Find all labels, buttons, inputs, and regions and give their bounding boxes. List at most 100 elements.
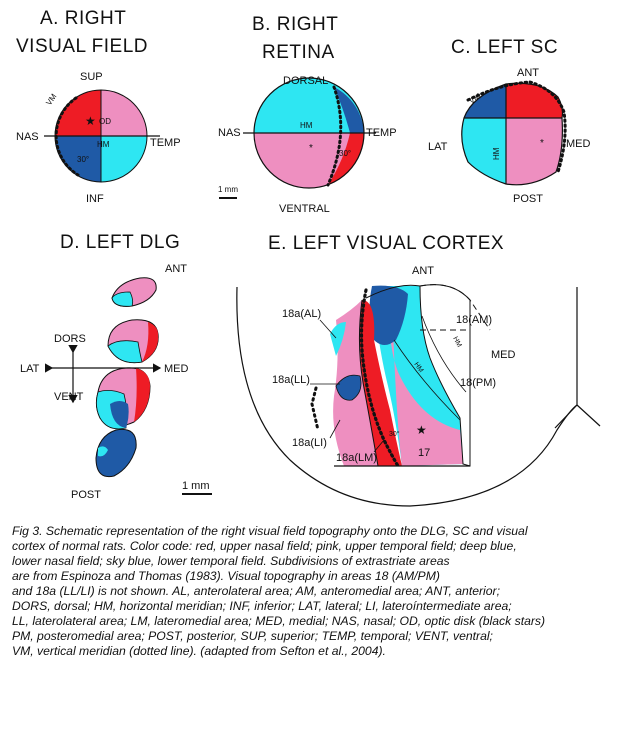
panel-b-hm: HM (300, 121, 313, 130)
caption-line: are from Espinoza and Thomas (1983). Vis… (12, 569, 440, 583)
caption-line: LL, laterolateral area; LM, lateromedial… (12, 614, 546, 628)
panel-d-left-dlg: D. LEFT DLG ANT DORS VENT LAT MED POST 1… (20, 232, 212, 501)
panel-c-sky-blue-region (461, 118, 506, 184)
panel-e-am-label: 18(AM) (456, 314, 492, 326)
panel-d-section-2-red (142, 322, 159, 362)
panel-e-al-leader (319, 319, 337, 339)
panel-a-title-2: VISUAL FIELD (16, 36, 148, 57)
panel-e-left-visual-cortex: E. LEFT VISUAL CORTEX ANT ★ 18(AM) (236, 233, 601, 507)
panel-a-title-1: A. RIGHT (40, 8, 126, 29)
panel-d-section-2-sky (107, 340, 143, 364)
panel-e-30deg: 30° (389, 430, 400, 438)
panel-d-vent: VENT (54, 391, 84, 403)
panel-b-ventral: VENTRAL (279, 203, 330, 215)
panel-a-vertical-meridian (54, 96, 80, 177)
panel-e-star-icon: ★ (416, 423, 427, 437)
panel-d-post: POST (71, 489, 101, 501)
panel-a-temp: TEMP (150, 137, 181, 149)
panel-e-red-region (359, 300, 402, 466)
panel-d-ant: ANT (165, 263, 187, 275)
panel-a-upper-temporal-quadrant (100, 89, 148, 137)
panel-c-deep-blue-region (464, 84, 506, 118)
panel-c-post: POST (513, 193, 543, 205)
panel-b-title-1: B. RIGHT (252, 14, 338, 35)
panel-d-lat: LAT (20, 363, 40, 375)
figure-caption: Fig 3. Schematic representation of the r… (12, 524, 612, 659)
panel-c-med: MED (566, 138, 591, 150)
panel-b-star-icon: * (309, 143, 313, 154)
panel-e-medial-border (419, 284, 491, 331)
panel-a-nas: NAS (16, 131, 39, 143)
panel-e-med-label: MED (491, 349, 516, 361)
panel-e-li-leader (329, 419, 341, 439)
panel-c-lat: LAT (428, 141, 448, 153)
panel-c-hm: HM (492, 147, 501, 160)
panel-b-right-retina: B. RIGHT RETINA * DORSAL VENTRAL NAS TEM… (218, 14, 397, 215)
panel-b-vertical-meridian (326, 85, 343, 187)
caption-line: PM, posteromedial area; POST, posterior,… (12, 629, 493, 643)
panel-e-hm-label-1: HM (451, 336, 462, 349)
panel-e-17-lateral-border (358, 299, 379, 467)
panel-e-pink-region-17 (390, 300, 463, 466)
panel-c-red-region (506, 83, 563, 118)
panel-e-ll-blue-patch (335, 374, 362, 401)
panel-e-hm-line-18 (421, 315, 467, 393)
panel-e-li-label: 18a(LI) (292, 437, 327, 449)
panel-a-right-visual-field: A. RIGHT VISUAL FIELD ★ SUP INF NAS TEMP… (16, 8, 181, 205)
panel-d-section-3-deep (110, 401, 129, 428)
panel-b-deep-blue-wedge (334, 87, 364, 133)
caption-line: lower nasal field; sky blue, lower tempo… (12, 554, 450, 568)
panel-e-17-label: 17 (418, 447, 430, 459)
panel-e-17-anterior-border (365, 284, 421, 299)
panel-c-star-icon: * (540, 138, 544, 149)
panel-d-scale-label: 1 mm (182, 480, 210, 492)
panel-b-dorsal: DORSAL (283, 75, 328, 87)
panel-d-section-1-sky (111, 291, 134, 307)
panel-e-lm-leader (373, 439, 385, 453)
panel-e-midline-branch-left (554, 404, 578, 429)
panel-d-section-3-red (134, 368, 150, 422)
panel-e-ll-label: 18a(LL) (272, 374, 310, 386)
panel-e-hemisphere-outline (236, 286, 578, 507)
panel-a-inf: INF (86, 193, 104, 205)
panel-d-section-4 (95, 428, 137, 478)
panel-a-vm: VM (44, 92, 58, 107)
panel-e-ll-li-border (310, 386, 320, 432)
panel-a-30deg: 30° (77, 155, 89, 164)
panel-c-title: C. LEFT SC (451, 37, 558, 58)
panel-e-lm-label: 18a(LM) (336, 452, 377, 464)
panel-d-title: D. LEFT DLG (60, 232, 180, 253)
panel-e-al-sky-patch (330, 322, 346, 356)
panel-a-star-icon: ★ (85, 114, 96, 128)
panel-c-pink-region (506, 118, 563, 185)
panel-b-title-2: RETINA (262, 42, 335, 63)
panel-d-section-4-sky (98, 446, 108, 457)
panel-e-al-label: 18a(AL) (282, 308, 321, 320)
panel-e-midline-branch-right (576, 404, 601, 427)
panel-a-hm: HM (97, 140, 110, 149)
panel-c-sc-outline (461, 82, 564, 186)
panel-c-vertical-meridian (466, 80, 567, 174)
panel-c-ant: ANT (517, 67, 539, 79)
figure-diagram: A. RIGHT VISUAL FIELD ★ SUP INF NAS TEMP… (16, 8, 601, 507)
panel-a-od: OD (99, 117, 111, 126)
panel-d-med: MED (164, 363, 189, 375)
panel-e-vertical-meridian (359, 288, 400, 468)
caption-line: VM, vertical meridian (dotted line). (ad… (12, 644, 386, 658)
panel-d-dors: DORS (54, 333, 86, 345)
panel-e-ant: ANT (412, 265, 434, 277)
caption-line: DORS, dorsal; HM, horizontal meridian; I… (12, 599, 512, 613)
caption-line: cortex of normal rats. Color code: red, … (12, 539, 517, 553)
panel-a-sup: SUP (80, 71, 103, 83)
panel-e-hm-line-17 (393, 339, 461, 421)
panel-b-red-wedge (328, 133, 365, 185)
panel-e-deep-blue-region (369, 285, 408, 345)
panel-c-left-sc: C. LEFT SC * ANT POST LAT MED VM HM (428, 37, 591, 205)
panel-b-scale-label: 1 mm (218, 185, 238, 194)
caption-line: Fig 3. Schematic representation of the r… (12, 524, 528, 538)
panel-b-temp: TEMP (366, 127, 397, 139)
panel-b-30deg: 30° (339, 149, 351, 158)
panel-b-nas: NAS (218, 127, 241, 139)
panel-e-title: E. LEFT VISUAL CORTEX (268, 233, 504, 254)
panel-e-pm-label: 18(PM) (460, 377, 496, 389)
